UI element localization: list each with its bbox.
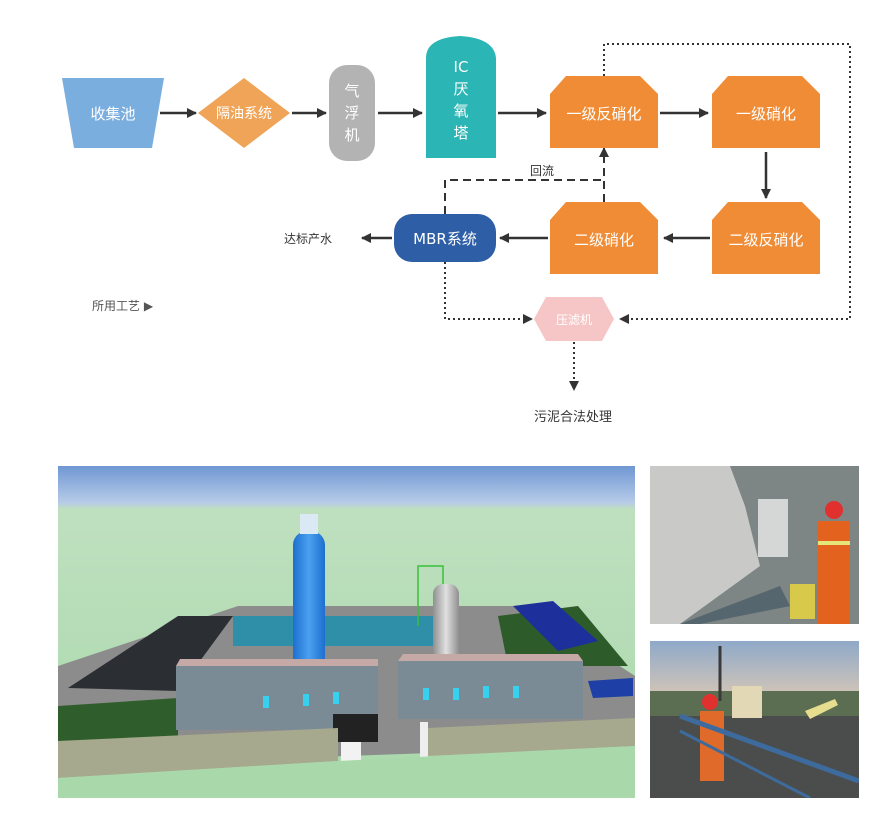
ic-tower-top [300, 514, 318, 534]
blue-railing-lower [679, 729, 811, 798]
building-right-roof [398, 654, 583, 661]
node-air-flotation-char: 气 [344, 82, 360, 100]
press-machine [650, 466, 760, 624]
water-pools [233, 616, 433, 646]
node-secondary-nitrification: 二级硝化 [573, 230, 634, 249]
window [303, 694, 309, 706]
node-filter-press: 压滤机 [555, 312, 592, 327]
node-air-flotation: 气 浮 机 [329, 70, 375, 156]
yellow-container [790, 584, 815, 619]
process-flowchart [62, 36, 851, 391]
window [333, 692, 339, 704]
node-ic-tower-char: 氧 [453, 102, 469, 120]
window [263, 696, 269, 708]
collection-tank-shape [62, 78, 164, 148]
front-fence [58, 728, 338, 778]
worker-helmet [702, 694, 718, 710]
green-pipe [417, 565, 444, 626]
sludge-disposal-label: 污泥合法处理 [534, 410, 613, 425]
sludge-line-top [603, 43, 851, 324]
photo-mbr-tank-operation [650, 641, 859, 798]
effluent-label: 达标产水 [284, 232, 333, 246]
nit2-shape [550, 202, 658, 274]
worker-helmet [825, 501, 843, 519]
solar-panels [588, 678, 633, 698]
steel-frame [680, 586, 790, 624]
photo-ground [650, 716, 859, 798]
gate-post-right [420, 722, 428, 768]
node-primary-nitrification: 一级硝化 [735, 104, 796, 123]
plant-3d-rendering [58, 466, 635, 798]
grey-tank-3d [433, 584, 459, 674]
front-fence-right [428, 718, 635, 756]
denit2-shape [712, 202, 820, 274]
window [513, 686, 519, 698]
denit1-shape [550, 76, 658, 148]
node-ic-tower-char: 塔 [453, 124, 469, 142]
nit1-shape [712, 76, 820, 148]
yellow-crane [805, 699, 838, 719]
node-mbr-system: MBR系统 [413, 229, 477, 248]
node-secondary-denitrification: 二级反硝化 [728, 230, 804, 249]
filter-press-shape [534, 297, 614, 341]
reflux-dashed-line [444, 179, 604, 214]
building-left-roof [176, 659, 378, 666]
node-air-flotation-char: 机 [344, 126, 360, 144]
window [453, 688, 459, 700]
ic-tower-3d [293, 531, 325, 671]
blue-railing [679, 713, 859, 784]
node-collection-tank: 收集池 [90, 104, 136, 123]
gate-canopy [333, 714, 378, 742]
reflective-stripe [818, 541, 850, 545]
node-primary-denitrification: 一级反硝化 [566, 104, 642, 123]
window [483, 686, 489, 698]
blue-equipment [513, 601, 598, 651]
node-ic-tower-char: IC [453, 58, 469, 76]
control-box [758, 499, 788, 557]
foreground-lawn [58, 746, 635, 798]
ic-tower-shape [426, 36, 496, 158]
sludge-line-mbr [444, 262, 533, 324]
photo-filter-press-operation [650, 466, 859, 624]
control-panel [732, 686, 762, 718]
node-ic-tower: IC 厌 氧 塔 [426, 52, 496, 148]
node-air-flotation-char: 浮 [344, 104, 360, 122]
window [423, 688, 429, 700]
mbr-shape [394, 214, 496, 262]
reflux-label: 回流 [530, 164, 555, 178]
node-ic-tower-char: 厌 [453, 80, 469, 98]
air-flotation-shape [329, 65, 375, 161]
node-oil-separation: 隔油系统 [216, 106, 272, 122]
process-used-label: 所用工艺 ▶ [92, 299, 154, 313]
worker-body [818, 521, 850, 624]
oil-separation-shape [198, 78, 290, 148]
